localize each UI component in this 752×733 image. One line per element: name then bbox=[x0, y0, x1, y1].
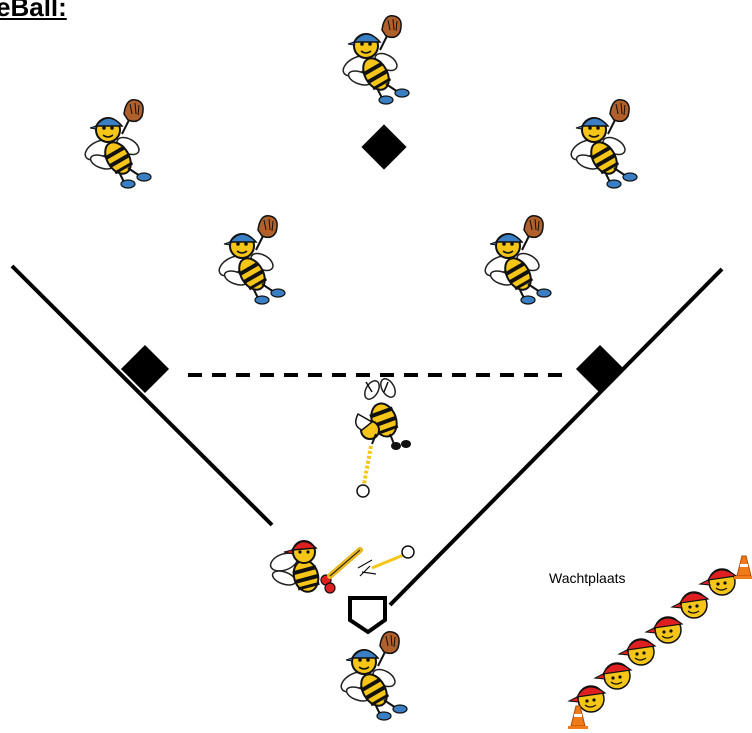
home-plate-icon bbox=[348, 596, 387, 635]
red-cap-player-icon bbox=[645, 616, 683, 644]
red-cap-player-icon bbox=[671, 591, 709, 619]
baseball-icon bbox=[401, 545, 415, 559]
right-foul-line bbox=[388, 267, 724, 607]
red-cap-player-icon bbox=[618, 638, 656, 666]
baseball-icon bbox=[356, 484, 370, 498]
waiting-area-label: Wachtplaats bbox=[549, 570, 626, 586]
first-base-icon bbox=[575, 344, 625, 394]
red-cap-player-icon bbox=[699, 568, 737, 596]
bee-fielder-icon bbox=[80, 98, 152, 189]
third-base-icon bbox=[120, 344, 170, 394]
red-cap-player-icon bbox=[594, 662, 632, 690]
bee-batter-icon bbox=[269, 540, 407, 594]
bee-pitcher-icon bbox=[355, 378, 411, 450]
bee-fielder-icon bbox=[214, 214, 286, 305]
bee-fielder-icon bbox=[336, 630, 408, 721]
second-base-icon bbox=[361, 124, 407, 170]
bee-fielder-icon bbox=[338, 14, 410, 105]
page-title: eBall: bbox=[0, 0, 67, 22]
pitch-trail bbox=[362, 445, 373, 485]
bee-fielder-icon bbox=[566, 98, 638, 189]
red-cap-player-icon bbox=[568, 685, 606, 713]
cone-icon bbox=[733, 555, 752, 580]
left-foul-line bbox=[10, 264, 274, 527]
bee-fielder-icon bbox=[480, 214, 552, 305]
